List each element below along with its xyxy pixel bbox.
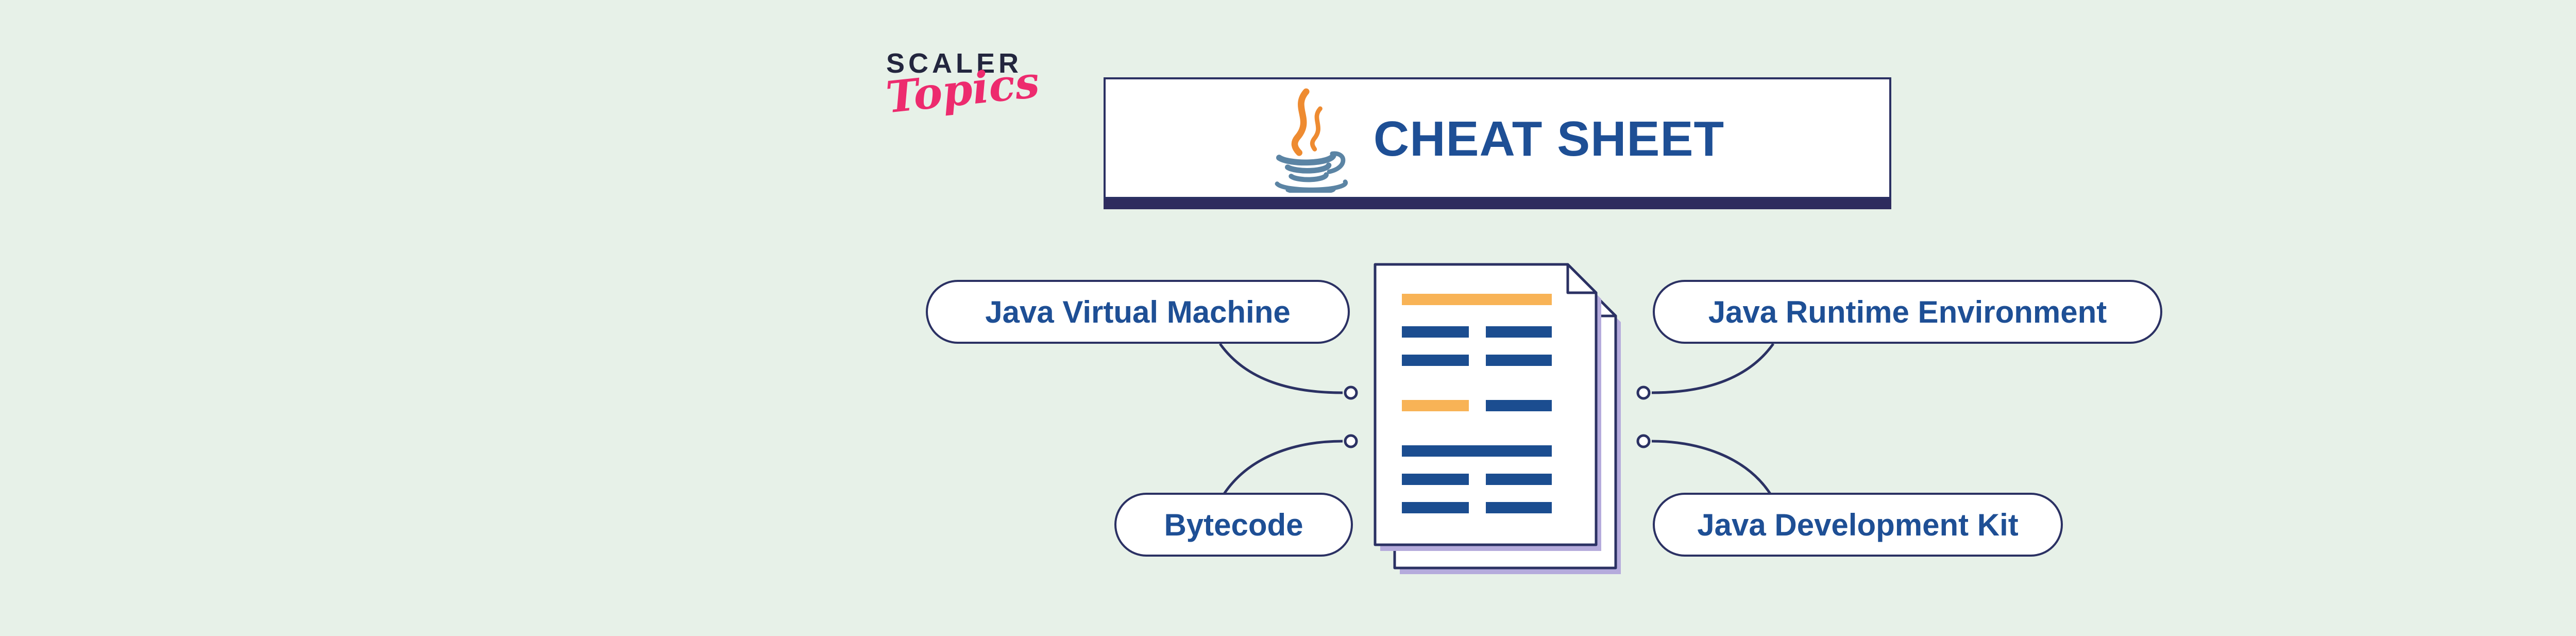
node-label: Java Development Kit	[1697, 507, 2019, 542]
node-java-development-kit: Java Development Kit	[1653, 493, 2063, 557]
text-line-bar-orange	[1402, 400, 1469, 411]
java-cup-swirl-2	[1289, 172, 1329, 182]
connector-line-jdk	[1651, 440, 1772, 495]
connector-dot	[1344, 434, 1358, 448]
node-bytecode: Bytecode	[1114, 493, 1353, 557]
java-cup-rim	[1276, 153, 1336, 166]
connector-line-jre	[1651, 343, 1775, 394]
text-line-bar	[1402, 474, 1469, 485]
node-label: Java Runtime Environment	[1708, 294, 2107, 329]
brand-name: SCALER	[886, 48, 1023, 79]
node-label: Java Virtual Machine	[985, 294, 1291, 329]
text-line-bar	[1486, 502, 1552, 513]
cheat-sheet-banner: CHEAT SHEET	[1104, 77, 1891, 199]
text-line-bar	[1486, 326, 1552, 338]
text-line-bar	[1402, 502, 1469, 513]
front-page-dogear	[1566, 263, 1598, 294]
text-line-bar	[1486, 474, 1552, 485]
connector-line-bytecode	[1223, 440, 1343, 495]
java-cup-base	[1275, 179, 1348, 192]
text-line-bar	[1402, 326, 1469, 338]
text-line-bar	[1486, 400, 1552, 411]
banner-underline-bar	[1104, 199, 1891, 209]
cheat-sheet-document-icon	[1374, 263, 1621, 574]
connector-line-jvm	[1218, 343, 1343, 394]
node-label: Bytecode	[1164, 507, 1303, 542]
text-line-bar-orange	[1402, 294, 1552, 305]
connector-dot	[1636, 386, 1651, 400]
scaler-topics-logo: SCALER Topics	[884, 47, 1042, 123]
text-line-bar	[1486, 355, 1552, 366]
node-java-runtime-environment: Java Runtime Environment	[1653, 280, 2162, 344]
java-cup-handle	[1327, 151, 1346, 174]
java-steam-small	[1310, 106, 1323, 152]
text-line-bar	[1402, 355, 1469, 366]
connector-dot	[1344, 386, 1358, 400]
document-text-bars	[1402, 294, 1552, 513]
java-coffee-cup-icon	[1275, 88, 1348, 193]
diagram-connectors-and-document	[1218, 263, 1775, 574]
java-steam-large	[1291, 88, 1310, 156]
connector-dot	[1636, 434, 1651, 448]
text-line-bar	[1402, 445, 1552, 457]
java-cup-base-2	[1285, 187, 1336, 193]
banner-title: CHEAT SHEET	[1373, 111, 1725, 166]
java-cup-swirl	[1284, 162, 1332, 174]
node-java-virtual-machine: Java Virtual Machine	[926, 280, 1350, 344]
